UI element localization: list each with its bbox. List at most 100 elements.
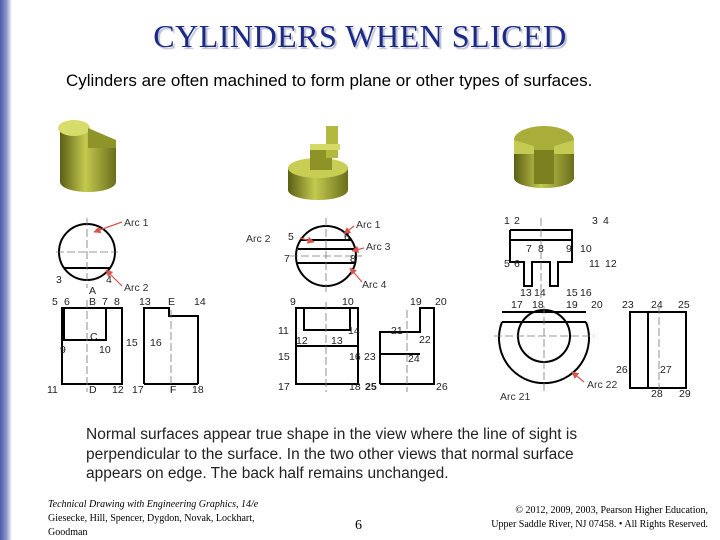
label-point: 13 (331, 335, 343, 347)
label-point: 9 (290, 296, 296, 308)
label-point: 22 (419, 334, 431, 346)
cylinder-model-a (58, 120, 116, 192)
label-point: 29 (679, 388, 691, 400)
footer-authors: Giesecke, Hill, Spencer, Dygdon, Novak, … (48, 513, 255, 538)
label-arc-3: Arc 3 (366, 241, 391, 253)
label-point: E (168, 296, 175, 308)
cylinder-model-c (514, 126, 574, 188)
figure-c-labels: 1 2 3 4 7 8 9 10 5 6 11 12 13 14 15 16 1… (500, 215, 691, 400)
label-point: 7 (284, 253, 290, 265)
label-point: 17 (278, 381, 290, 393)
label-point: 26 (436, 381, 448, 393)
figure-c-arrows (571, 371, 585, 383)
figure-b-arrows (299, 225, 365, 283)
figure-a-labels: Arc 1 Arc 2 3 4 A 5 6 B 7 8 13 E 14 C 9 … (47, 217, 206, 396)
label-point: 8 (350, 253, 356, 265)
label-point: 12 (605, 258, 617, 270)
label-arc-4: Arc 4 (362, 279, 387, 291)
label-point: 7 (526, 243, 532, 255)
label-point: 16 (349, 351, 361, 363)
label-point: 3 (56, 274, 62, 286)
label-point: 11 (47, 384, 58, 396)
figure-b-labels: Arc 1 Arc 2 Arc 3 Arc 4 5 6 7 8 9 10 19 … (246, 219, 448, 393)
label-point: 6 (64, 296, 70, 308)
label-point: 19 (410, 296, 422, 308)
label-point: B (89, 296, 96, 308)
label-point: 20 (435, 296, 447, 308)
label-point: 16 (150, 337, 162, 349)
label-point: F (170, 384, 176, 396)
label-point: 16 (580, 287, 592, 299)
label-point: 18 (532, 299, 544, 311)
label-point: 24 (651, 299, 663, 311)
label-point: 5 (288, 231, 294, 243)
label-point: 27 (660, 364, 672, 376)
label-point: 21 (391, 325, 403, 337)
slide-sidebar-gradient (0, 0, 12, 540)
label-point: D (89, 384, 97, 396)
label-point: 10 (99, 344, 111, 356)
label-point: 5 (504, 258, 510, 270)
label-point: 25 (365, 381, 377, 393)
label-point: 14 (348, 325, 360, 337)
label-point: 15 (278, 351, 290, 363)
label-point: 6 (344, 231, 350, 243)
label-arc-1: Arc 1 (124, 217, 149, 229)
label-arc-2: Arc 2 (246, 233, 271, 245)
explanation-text: Normal surfaces appear true shape in the… (86, 426, 578, 482)
label-point: 15 (126, 337, 138, 349)
copyright-line-1: © 2012, 2009, 2003, Pearson Higher Educa… (515, 505, 708, 516)
label-point: 24 (408, 353, 420, 365)
label-point: 5 (52, 296, 58, 308)
label-point: 8 (114, 296, 120, 308)
label-point: 4 (106, 274, 112, 286)
label-point: 23 (622, 299, 634, 311)
footer-citation: Technical Drawing with Engineering Graph… (48, 498, 288, 540)
slide-subtitle: Cylinders are often machined to form pla… (66, 71, 593, 90)
label-point: 17 (511, 299, 523, 311)
sliced-cylinder-diagram: Arc 1 Arc 2 3 4 A 5 6 B 7 8 13 E 14 C 9 … (47, 120, 691, 400)
label-point: 9 (60, 344, 66, 356)
label-point: A (89, 285, 96, 297)
label-point: 7 (102, 296, 108, 308)
label-point: 18 (192, 384, 204, 396)
cylinder-model-b (288, 126, 348, 200)
page-number: 6 (355, 518, 362, 533)
label-point: 11 (278, 325, 289, 337)
label-point: 13 (139, 296, 151, 308)
label-point: 4 (603, 215, 609, 227)
label-point: 12 (296, 335, 308, 347)
slide-title: CYLINDERS WHEN SLICED (153, 18, 567, 54)
label-point: 26 (616, 364, 628, 376)
label-point: 14 (534, 287, 546, 299)
label-point: 20 (591, 299, 603, 311)
label-point: 28 (651, 388, 663, 400)
label-point: 9 (566, 243, 572, 255)
label-point: 23 (364, 351, 376, 363)
figure-a-arrows (93, 221, 123, 287)
label-point: 11 (589, 258, 600, 270)
label-point: 17 (132, 384, 144, 396)
label-point: 10 (580, 243, 592, 255)
label-point: 3 (592, 215, 598, 227)
label-arc-1: Arc 1 (356, 219, 381, 231)
label-point: 25 (678, 299, 690, 311)
copyright-line-2: Upper Saddle River, NJ 07458. • All Righ… (491, 519, 708, 530)
label-point: 15 (566, 287, 578, 299)
label-point: 13 (520, 287, 532, 299)
label-point: 19 (566, 299, 578, 311)
label-point: 12 (112, 384, 124, 396)
footer-copyright: © 2012, 2009, 2003, Pearson Higher Educa… (470, 504, 708, 532)
label-arc-21: Arc 21 (500, 391, 531, 400)
label-arc-22: Arc 22 (587, 379, 618, 391)
label-point: 8 (538, 243, 544, 255)
label-point: 1 (504, 215, 510, 227)
label-point: 6 (514, 258, 520, 270)
label-point: 10 (342, 296, 354, 308)
footer-book-title: Technical Drawing with Engineering Graph… (48, 499, 259, 510)
label-arc-2: Arc 2 (124, 282, 149, 294)
label-point: 2 (514, 215, 520, 227)
label-point: C (90, 331, 98, 343)
label-point: 14 (194, 296, 206, 308)
figure-a-views (58, 223, 199, 385)
